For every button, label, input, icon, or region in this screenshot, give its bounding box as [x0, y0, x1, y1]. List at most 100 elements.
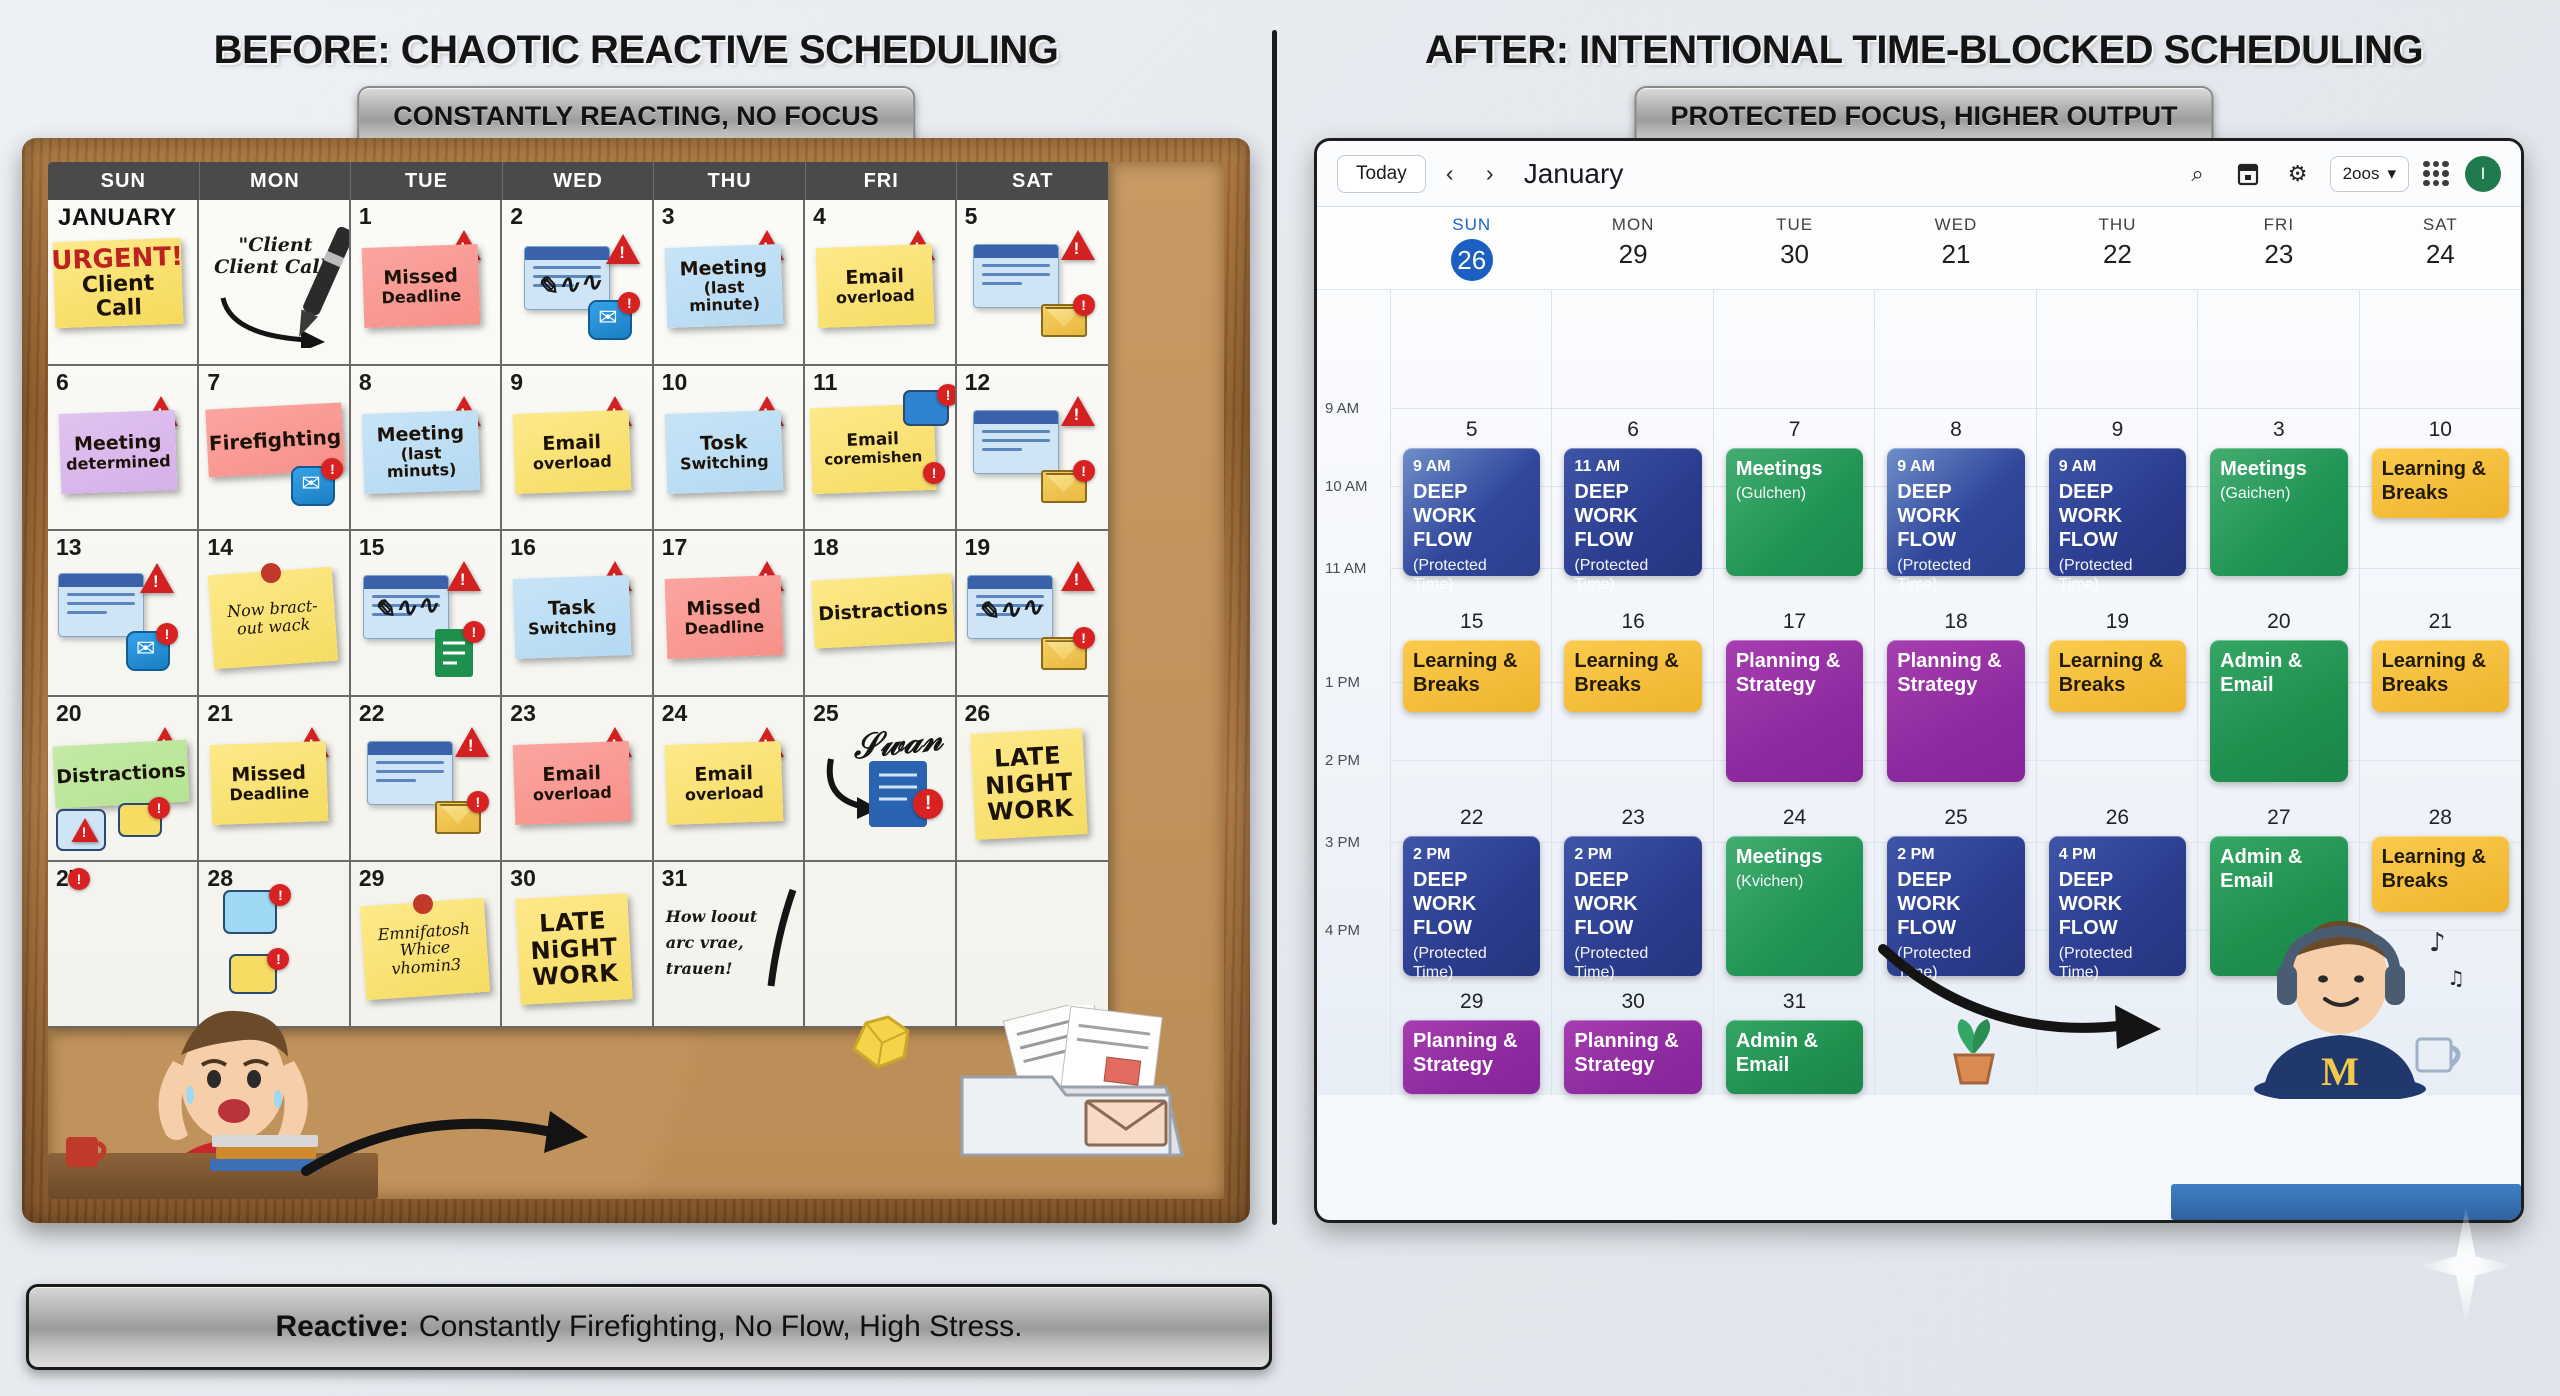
calendar-event[interactable]: Planning & Strategy — [1564, 1020, 1702, 1094]
window-icon — [966, 575, 1053, 640]
sticky-note-line2: Switching — [679, 450, 769, 473]
event-time: 9 AM — [1897, 458, 1935, 475]
notification-badge: ! — [923, 461, 946, 484]
paper-calendar-cell: 28 ! ! — [199, 862, 351, 1028]
before-panel: BEFORE: CHAOTIC REACTIVE SCHEDULING CONS… — [0, 0, 1272, 1396]
calendar-event[interactable]: Learning & Breaks — [2048, 640, 2187, 712]
sticky-note: URGENT! Client Call — [51, 237, 184, 329]
paper-calendar-cell: 27! — [48, 862, 200, 1028]
calendar-event[interactable]: Learning & Breaks — [2371, 836, 2509, 912]
coffee-mug-icon — [66, 1137, 107, 1167]
alert-triangle-icon — [446, 561, 481, 592]
calendar-event[interactable]: Learning & Breaks — [1564, 640, 1702, 712]
corkboard: SUN MON TUE WED THU FRI SAT JANUARY URGE… — [22, 138, 1250, 1223]
calendar-event[interactable]: Planning & Strategy — [1403, 1020, 1541, 1094]
weekday-date: 24 — [2425, 239, 2455, 269]
window-icon — [524, 246, 611, 310]
pushpin-icon — [412, 894, 433, 915]
event-subtitle: (Protected Time) — [2058, 556, 2133, 594]
weekday-sat: SAT — [1012, 169, 1054, 192]
desk-surface-right — [2171, 1184, 2521, 1220]
event-subtitle: (Protected Time) — [2058, 944, 2133, 982]
current-month-label: January — [1523, 157, 1624, 189]
calendar-event[interactable]: Learning & Breaks — [2371, 448, 2509, 518]
calendar-picker-icon[interactable] — [2228, 154, 2268, 194]
sticky-note-line2: overload — [684, 782, 764, 804]
window-icon — [972, 244, 1059, 308]
weekday-name: SUN — [1452, 215, 1492, 234]
calendar-event[interactable]: Learning & Breaks — [2371, 640, 2509, 712]
calendar-event[interactable]: Planning & Strategy — [1725, 640, 1864, 782]
weekday-name: THU — [2098, 215, 2137, 234]
before-caption-bar: Reactive: Constantly Firefighting, No Fl… — [26, 1284, 1272, 1370]
focus-arrow-icon — [1878, 944, 2161, 1049]
weekday-name: MON — [1611, 215, 1655, 234]
event-title: Learning & Breaks — [2381, 650, 2487, 697]
sticky-note: Meeting(last minuts) — [361, 409, 481, 494]
calendar-event[interactable]: Admin & Email — [1725, 1020, 1864, 1094]
hour-label: 10 AM — [1325, 478, 1368, 495]
calendar-event[interactable]: Admin & Email — [2210, 640, 2348, 782]
gear-icon[interactable]: ⚙ — [2287, 160, 2308, 186]
event-date: 17 — [1782, 610, 1807, 633]
view-zoom-select[interactable]: 2oos ▾ — [2329, 155, 2409, 192]
event-date: 5 — [1465, 418, 1478, 441]
event-subtitle: (Gulchen) — [1735, 485, 1807, 503]
paper-calendar-cell: JANUARY URGENT! Client Call — [48, 200, 200, 366]
event-date: 3 — [2273, 418, 2285, 441]
mail-bubble-icon — [223, 890, 278, 935]
avatar[interactable]: I — [2465, 155, 2501, 192]
hour-gridline — [1391, 408, 2521, 409]
search-icon[interactable]: ⌕ — [2191, 160, 2204, 186]
event-title: Learning & Breaks — [2381, 846, 2487, 893]
calendar-event[interactable]: Learning & Breaks — [1403, 640, 1541, 712]
calendar-event[interactable]: Meetings(Gaichen) — [2210, 448, 2348, 576]
pushpin-icon — [261, 563, 282, 584]
next-month-icon[interactable]: › — [1485, 160, 1494, 186]
sticky-note-line2: (last minute) — [688, 277, 761, 316]
calendar-event[interactable]: Meetings(Gulchen) — [1725, 448, 1864, 576]
day-number: 16 — [510, 534, 536, 561]
apps-grid-icon[interactable] — [2423, 160, 2449, 187]
sticky-note-line1: Tosk — [699, 430, 748, 455]
previous-month-icon[interactable]: ‹ — [1445, 160, 1454, 186]
hour-label: 1 PM — [1325, 674, 1361, 691]
calendar-event[interactable]: Meetings(Kvichen) — [1725, 836, 1864, 976]
paper-calendar-cell: 13! — [48, 531, 200, 697]
event-date: 7 — [1788, 418, 1801, 441]
paper-calendar-cell — [805, 862, 957, 1028]
event-subtitle: (Kvichen) — [1735, 873, 1804, 891]
calendar-event[interactable]: Planning & Strategy — [1887, 640, 2025, 782]
panel-divider — [1272, 30, 1277, 1225]
paper-calendar-cell: 12! — [956, 366, 1108, 532]
today-button[interactable]: Today — [1337, 154, 1426, 193]
